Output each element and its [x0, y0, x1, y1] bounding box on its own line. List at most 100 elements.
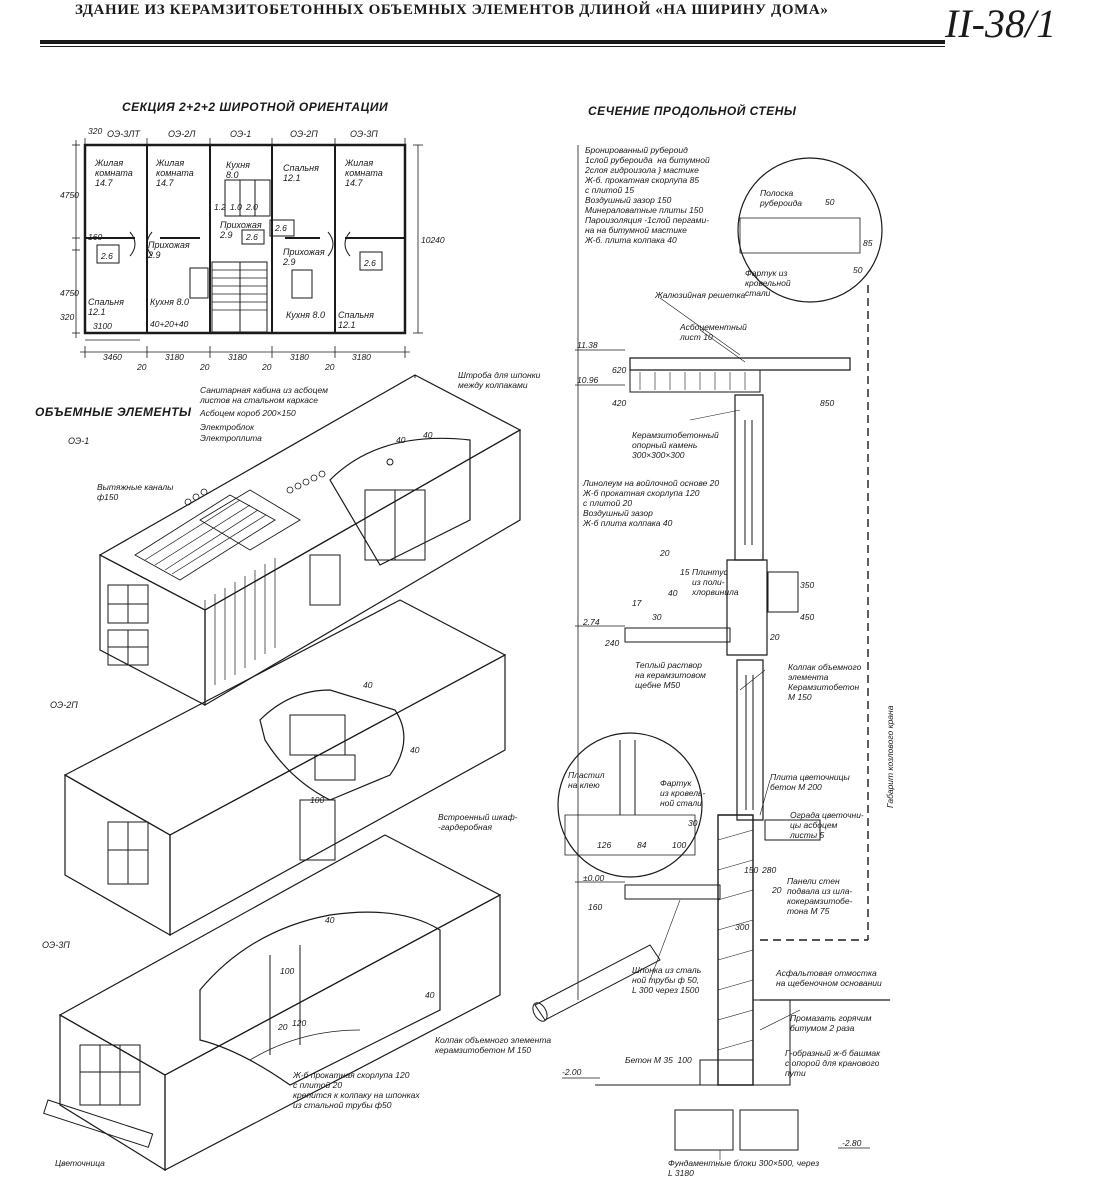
note-apron: Фартук из кровельной стали: [745, 268, 791, 298]
note-channels: Вытяжные каналы ф150: [97, 482, 174, 502]
small-value: 2.6: [246, 232, 258, 242]
section-dim: 240: [605, 638, 620, 648]
room-label: Жилая комната 14.7: [345, 158, 383, 188]
section-dim: 20: [660, 548, 670, 558]
plan-dim-gap: 20: [137, 362, 147, 372]
note-cap-wall: Колпак объемного элемента Керамзитобетон…: [788, 662, 862, 702]
section-dim: 15: [680, 567, 690, 577]
note-shoe: Г-образный ж-б башмак с опорой для крано…: [785, 1048, 881, 1078]
room-label: Спальня 12.1: [283, 163, 319, 183]
volume-dim: 100: [280, 966, 295, 976]
note-flower: Цветочница: [55, 1158, 105, 1168]
section-dim: 150: [744, 865, 759, 875]
level-mark: 10.96: [577, 375, 599, 385]
plan-element-label: ОЭ-1: [230, 129, 252, 139]
note-coat: Промазать горячим битумом 2 раза: [790, 1013, 872, 1033]
level-mark: 11.38: [577, 340, 598, 350]
plan-dim-inner: 40+20+40: [150, 319, 189, 329]
volume-dim: 40: [325, 915, 335, 925]
section-dim: 30: [652, 612, 662, 622]
section-dim: 30: [688, 818, 698, 828]
plan-title: СЕКЦИЯ 2+2+2 ШИРОТНОЙ ОРИЕНТАЦИИ: [122, 100, 389, 114]
plan-dim-left: 320: [60, 312, 75, 322]
room-label: Прихожая 2.9: [283, 247, 325, 267]
plan-element-label: ОЭ-2Л: [168, 129, 196, 139]
sheet-number: II-38/1: [945, 1, 1057, 46]
plan-dim-left: 160: [88, 232, 103, 242]
plan-dim-left: 4750: [60, 190, 79, 200]
plan-dim-gap: 20: [262, 362, 272, 372]
room-label: Жилая комната 14.7: [156, 158, 194, 188]
section-dim: 40: [668, 588, 678, 598]
plan-dim-bottom: 3180: [290, 352, 309, 362]
small-value: 2.6: [364, 258, 376, 268]
section-dim: 50: [853, 265, 863, 275]
section-title: СЕЧЕНИЕ ПРОДОЛЬНОЙ СТЕНЫ: [588, 104, 797, 118]
note-floor-layers: Линолеум на войлочной основе 20 Ж-б прок…: [583, 478, 720, 528]
plan-dim-total: 10240: [421, 235, 445, 245]
section-dim: 17: [632, 598, 642, 608]
room-label: Спальня 12.1: [88, 297, 124, 317]
note-asbestos-box: Асбоцем короб 200×150: [200, 408, 296, 418]
room-label: Кухня 8.0: [150, 297, 189, 307]
volume-dim: 20: [278, 1022, 288, 1032]
note-warm-mortar: Теплый раствор на керамзитовом щебне М50: [635, 660, 706, 690]
small-value: 2.6: [101, 251, 113, 261]
header-rule: [40, 40, 945, 44]
small-value: 2.0: [246, 202, 258, 212]
plan-element-label: ОЭ-2П: [290, 129, 318, 139]
note-asb-sheet: Асбоцементный лист 10: [680, 322, 747, 342]
note-blocks: Фундаментные блоки 300×500, через L 3180: [668, 1158, 820, 1178]
note-floor-slab: Ж-б прокатная скорлупа 120 с плитой 20 к…: [293, 1070, 420, 1110]
note-cap-element: Колпак объемного элемента керамзитобетон…: [435, 1035, 552, 1055]
plan-dim-bottom: 3460: [103, 352, 122, 362]
level-mark: 2.74: [583, 617, 600, 627]
volume-element-oe3p: [44, 835, 500, 1170]
note-roof-layers: Бронированный рубероид 1слой рубероида н…: [585, 145, 710, 245]
room-label: Прихожая 2.9: [148, 240, 190, 260]
section-dim: 126: [597, 840, 612, 850]
note-strip: Полоска рубероида: [760, 188, 802, 208]
volume-label: ОЭ-1: [68, 436, 90, 446]
note-flower-fence: Ограда цветочни- цы асбоцем листы 5: [790, 810, 864, 840]
section-dim: 620: [612, 365, 627, 375]
note-groove: Штроба для шпонки между колпаками: [458, 370, 541, 390]
section-dim: 50: [825, 197, 835, 207]
plan-element-label: ОЭ-3П: [350, 129, 378, 139]
plan-dim-gap: 20: [325, 362, 335, 372]
section-dim: 850: [820, 398, 835, 408]
plan-element-label: ОЭ-3ЛТ: [107, 129, 140, 139]
level-mark: ±0.00: [583, 873, 605, 883]
note-wardrobe: Встроенный шкаф- -гардеробная: [438, 812, 518, 832]
section-dim: 420: [612, 398, 627, 408]
room-label: Спальня 12.1: [338, 310, 374, 330]
note-asphalt: Асфальтовая отмостка на щебеночном основ…: [776, 968, 882, 988]
note-apron2: Фартук из кровель- ной стали: [660, 778, 706, 808]
section-dim: 450: [800, 612, 815, 622]
room-label: Прихожая 2.9: [220, 220, 262, 240]
note-plasticine: Пластил на клею: [568, 770, 605, 790]
volume-label: ОЭ-2П: [50, 700, 78, 710]
volume-dim: 100: [310, 795, 325, 805]
plan-dim-left: 320: [88, 126, 103, 136]
note-flower-slab: Плита цветочницы бетон М 200: [770, 772, 850, 792]
note-electro-block: Электроблок: [200, 422, 255, 432]
note-key: Шпонка из сталь ной трубы ф 50, L 300 че…: [632, 965, 702, 995]
volume-element-oe1: [100, 375, 520, 705]
volume-dim: 40: [363, 680, 373, 690]
page-header-title: ЗДАНИЕ ИЗ КЕРАМЗИТОБЕТОННЫХ ОБЪЕМНЫХ ЭЛЕ…: [75, 2, 829, 18]
note-basement: Панели стен подвала из шла- кокерамзитоб…: [787, 876, 853, 916]
section-dim: 160: [588, 902, 603, 912]
section-dim: 350: [800, 580, 815, 590]
note-crane: Габарит козлового крана: [885, 705, 895, 808]
volume-dim: 120: [292, 1018, 307, 1028]
section-dim: 100: [672, 840, 687, 850]
section-dim: 85: [863, 238, 873, 248]
note-concrete: Бетон М 35 100: [625, 1055, 692, 1065]
volume-element-oe2p: [65, 600, 505, 935]
header-rule-thin: [40, 46, 945, 47]
small-value: 2.6: [275, 223, 287, 233]
note-support: Керамзитобетонный опорный камень 300×300…: [632, 430, 719, 460]
note-electro-stove: Электроплита: [200, 433, 262, 443]
